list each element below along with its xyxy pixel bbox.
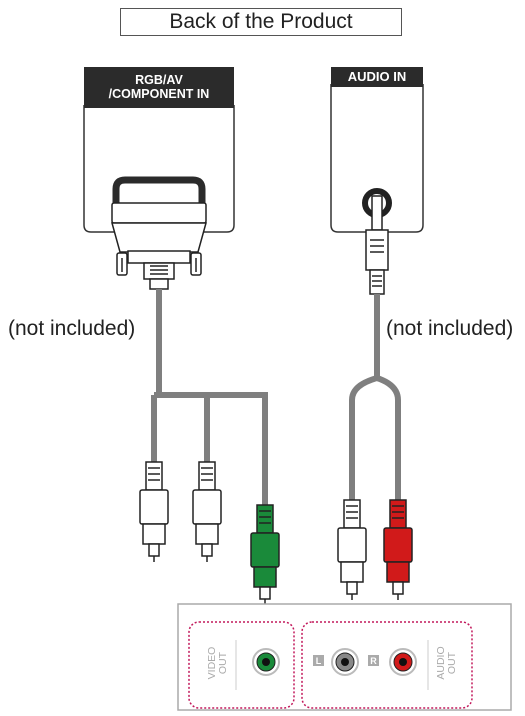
video-out-jack (252, 648, 280, 676)
audio-out-label: AUDIO OUT (435, 638, 458, 688)
rca-plug-green (250, 504, 280, 605)
rca-plug-white-1 (139, 461, 169, 562)
cable-note-right: (not included) (386, 317, 514, 340)
audio-cable (349, 294, 401, 500)
rgb-label-line1: RGB/AV (135, 73, 183, 87)
audio-out-right-jack (389, 648, 417, 676)
audio-in-label: AUDIO IN (331, 67, 423, 87)
audio-out-line2: OUT (446, 651, 458, 675)
rca-plug-red (383, 499, 413, 600)
component-cable (151, 289, 268, 505)
dsub-connector (111, 176, 207, 290)
audio-jack (362, 188, 392, 295)
channel-left-label: L (316, 656, 322, 666)
rgb-label-line2: /COMPONENT IN (108, 87, 210, 101)
audio-out-left-jack (331, 648, 359, 676)
cable-note-left: (not included) (8, 317, 136, 340)
audio-out-group (301, 621, 473, 709)
video-out-label: VIDEO OUT (206, 638, 229, 688)
rgb-component-in-label: RGB/AV /COMPONENT IN (84, 67, 234, 108)
rca-plug-white-audio (337, 499, 367, 600)
video-out-line2: OUT (217, 651, 229, 675)
channel-right-label: R (370, 656, 377, 666)
diagram-title: Back of the Product (120, 8, 402, 36)
rca-plug-white-2 (192, 461, 222, 562)
channel-left-box (313, 655, 324, 666)
channel-right-box (368, 655, 379, 666)
video-out-group (188, 621, 295, 709)
